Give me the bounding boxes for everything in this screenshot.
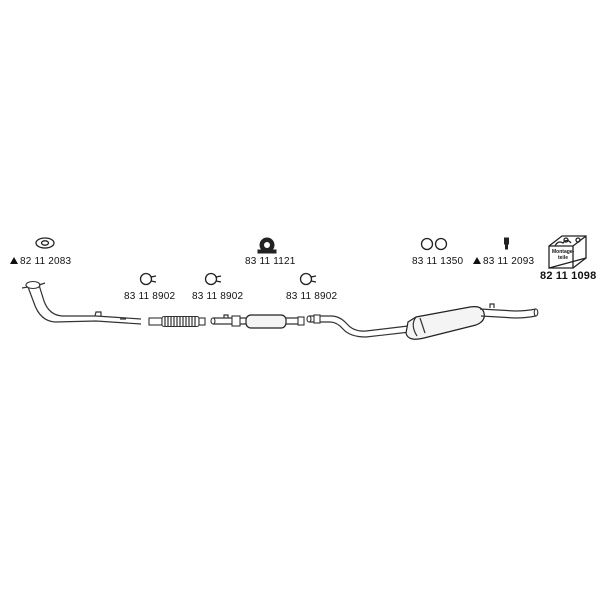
flex-pipe — [148, 315, 206, 328]
part-number-clamp-2: 83 11 8902 — [192, 291, 244, 302]
mounting-kit-box-icon — [548, 235, 587, 269]
gasket-icon — [35, 237, 55, 249]
part-number-gasket: 82 11 2083 — [20, 256, 72, 267]
middle-pipe — [210, 314, 305, 329]
o-ring-pair-icon — [420, 237, 448, 251]
clamp-icon — [299, 272, 317, 286]
box-text-line-2: teile — [557, 255, 568, 261]
rear-section — [306, 303, 539, 340]
part-number-bolt: 83 11 2093 — [483, 256, 535, 267]
part-number-rubber-mount: 83 11 1121 — [245, 256, 296, 267]
box-text-line-1: Montage- — [552, 249, 575, 255]
clamp-icon — [204, 272, 222, 286]
part-number-clamp-3: 83 11 8902 — [286, 291, 338, 302]
part-number-o-rings: 83 11 1350 — [412, 256, 464, 267]
part-number-mounting-kit: 82 11 1098 — [540, 270, 597, 282]
rubber-mount-icon — [257, 237, 277, 254]
front-pipe — [21, 280, 142, 325]
bolt-icon — [504, 237, 509, 250]
mounting-kit-box-text: Montage- teile — [552, 249, 574, 261]
marker-triangle-icon — [10, 257, 18, 264]
part-number-clamp-1: 83 11 8902 — [124, 291, 176, 302]
marker-triangle-icon — [473, 257, 481, 264]
clamp-icon — [139, 272, 157, 286]
